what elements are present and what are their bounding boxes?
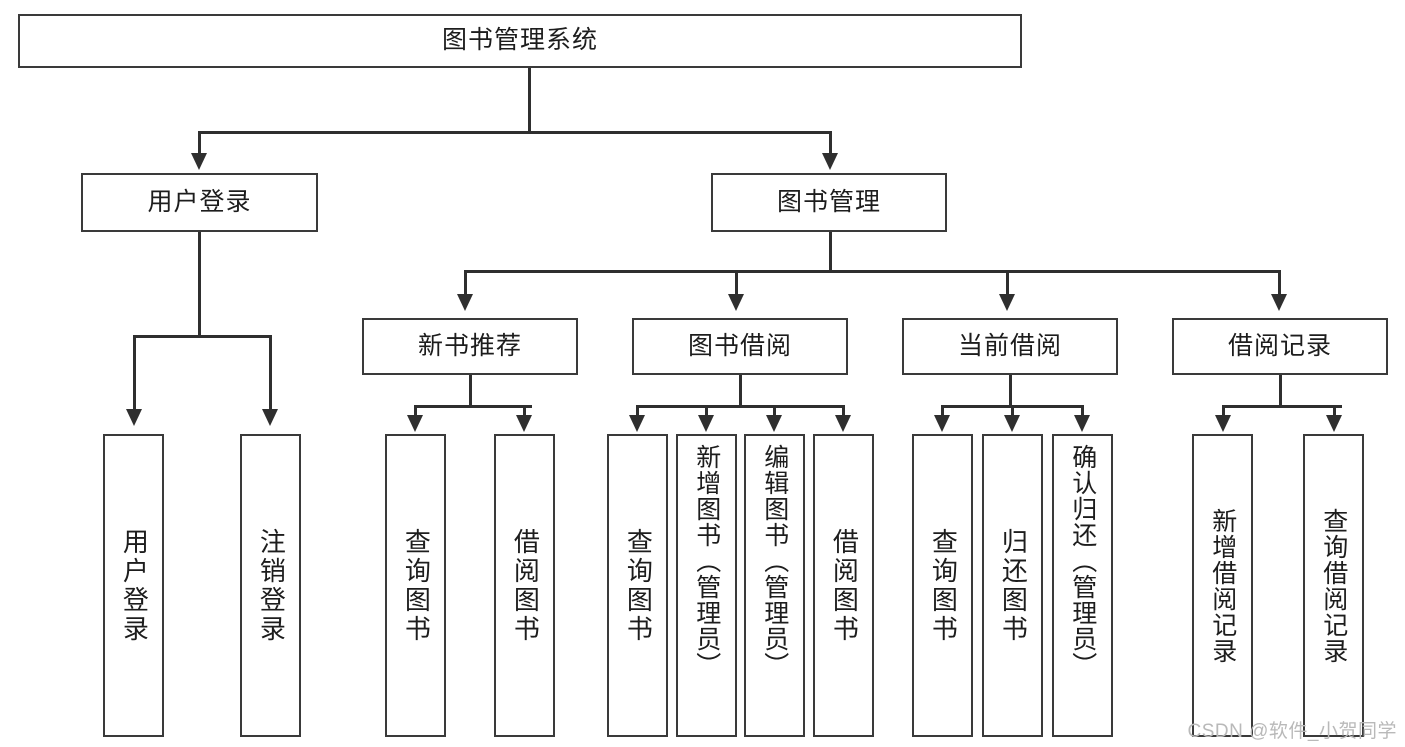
node-label: 当前借阅	[957, 331, 1062, 360]
node-borrow-record[interactable]: 借阅记录	[1172, 318, 1388, 375]
leaf-add-borrow-record[interactable]: 新增借阅记录	[1192, 434, 1253, 737]
leaf-return-book[interactable]: 归还图书	[982, 434, 1043, 737]
arrowhead-borrow-record	[1271, 294, 1287, 311]
node-label: 图书管理	[776, 187, 881, 216]
node-new-book-recommend[interactable]: 新书推荐	[362, 318, 578, 375]
node-label: 注销登录	[256, 527, 287, 644]
leaf-add-book-admin[interactable]: 新增图书（管理员）	[676, 434, 737, 737]
node-user-login[interactable]: 用户登录	[81, 173, 318, 232]
connector-borrow-record-bus	[1222, 405, 1342, 408]
leaf-query-book-nbr[interactable]: 查询图书	[385, 434, 446, 737]
arrowhead-book-borrow	[728, 294, 744, 311]
node-book-borrow[interactable]: 图书借阅	[632, 318, 848, 375]
arrowhead-bb-leaf-1	[629, 415, 645, 432]
connector-bb-leaf-3	[773, 405, 776, 417]
leaf-borrow-book-nbr[interactable]: 借阅图书	[494, 434, 555, 737]
connector-borrow-record-stem	[1279, 375, 1282, 405]
connector-root-to-book-management	[829, 131, 832, 155]
leaf-confirm-return-admin[interactable]: 确认归还（管理员）	[1052, 434, 1113, 737]
connector-user-login-leaf-2	[269, 335, 272, 411]
arrowhead-cb-leaf-2	[1004, 415, 1020, 432]
connector-bb-leaf-4	[842, 405, 845, 417]
leaf-logout[interactable]: 注销登录	[240, 434, 301, 737]
leaf-query-book-bb[interactable]: 查询图书	[607, 434, 668, 737]
node-label: 图书借阅	[687, 331, 792, 360]
node-current-borrow[interactable]: 当前借阅	[902, 318, 1118, 375]
node-label: 查询图书	[401, 527, 432, 644]
node-label: 归还图书	[998, 527, 1029, 644]
leaf-query-book-cb[interactable]: 查询图书	[912, 434, 973, 737]
arrowhead-br-leaf-1	[1215, 415, 1231, 432]
node-label: 新增借阅记录	[1208, 507, 1237, 664]
node-label: 图书管理系统	[441, 26, 598, 55]
connector-to-book-borrow	[735, 270, 738, 296]
connector-nbr-leaf-2	[523, 405, 526, 417]
node-label: 查询图书	[928, 527, 959, 644]
node-label: 新增图书（管理员）	[692, 444, 721, 678]
node-label: 编辑图书（管理员）	[760, 444, 789, 678]
connector-level3-bus	[464, 270, 1280, 273]
connector-br-leaf-2	[1333, 405, 1336, 417]
connector-br-leaf-1	[1222, 405, 1225, 417]
connector-new-book-recommend-bus	[414, 405, 532, 408]
node-label: 借阅图书	[510, 527, 541, 644]
arrowhead-user-login	[191, 153, 207, 170]
connector-to-current-borrow	[1006, 270, 1009, 296]
arrowhead-cb-leaf-1	[934, 415, 950, 432]
arrowhead-current-borrow	[999, 294, 1015, 311]
connector-book-management-stem	[829, 232, 832, 270]
node-label: 借阅记录	[1227, 331, 1332, 360]
node-label: 查询借阅记录	[1319, 507, 1348, 664]
arrowhead-bb-leaf-3	[766, 415, 782, 432]
connector-book-borrow-stem	[739, 375, 742, 405]
connector-current-borrow-stem	[1009, 375, 1012, 405]
node-label: 借阅图书	[829, 527, 860, 644]
connector-user-login-bus	[133, 335, 271, 338]
connector-nbr-leaf-1	[414, 405, 417, 417]
leaf-query-borrow-record[interactable]: 查询借阅记录	[1303, 434, 1364, 737]
leaf-user-login[interactable]: 用户登录	[103, 434, 164, 737]
connector-user-login-leaf-1	[133, 335, 136, 411]
arrowhead-book-management	[822, 153, 838, 170]
arrowhead-leaf-user-login	[126, 409, 142, 426]
connector-book-borrow-bus	[636, 405, 844, 408]
node-label: 新书推荐	[417, 331, 522, 360]
connector-to-new-book-recommend	[464, 270, 467, 296]
leaf-borrow-book-bb[interactable]: 借阅图书	[813, 434, 874, 737]
connector-cb-leaf-3	[1081, 405, 1084, 417]
connector-root-bus	[198, 131, 831, 134]
connector-bb-leaf-2	[705, 405, 708, 417]
node-label: 用户登录	[147, 187, 252, 216]
node-label: 用户登录	[119, 527, 150, 644]
connector-bb-leaf-1	[636, 405, 639, 417]
connector-user-login-stem	[198, 232, 201, 335]
arrowhead-cb-leaf-3	[1074, 415, 1090, 432]
connector-root-stem	[528, 68, 531, 131]
arrowhead-nbr-leaf-2	[516, 415, 532, 432]
connector-to-borrow-record	[1278, 270, 1281, 296]
arrowhead-nbr-leaf-1	[407, 415, 423, 432]
leaf-edit-book-admin[interactable]: 编辑图书（管理员）	[744, 434, 805, 737]
node-root-book-management-system[interactable]: 图书管理系统	[18, 14, 1022, 68]
node-label: 确认归还（管理员）	[1068, 444, 1097, 678]
arrowhead-new-book-recommend	[457, 294, 473, 311]
connector-new-book-recommend-stem	[469, 375, 472, 405]
arrowhead-bb-leaf-2	[698, 415, 714, 432]
connector-cb-leaf-2	[1011, 405, 1014, 417]
arrowhead-leaf-logout	[262, 409, 278, 426]
csdn-watermark: CSDN @软件_小贺同学	[1187, 721, 1397, 742]
node-book-management[interactable]: 图书管理	[711, 173, 947, 232]
arrowhead-bb-leaf-4	[835, 415, 851, 432]
connector-cb-leaf-1	[941, 405, 944, 417]
arrowhead-br-leaf-2	[1326, 415, 1342, 432]
node-label: 查询图书	[623, 527, 654, 644]
connector-root-to-user-login	[198, 131, 201, 155]
